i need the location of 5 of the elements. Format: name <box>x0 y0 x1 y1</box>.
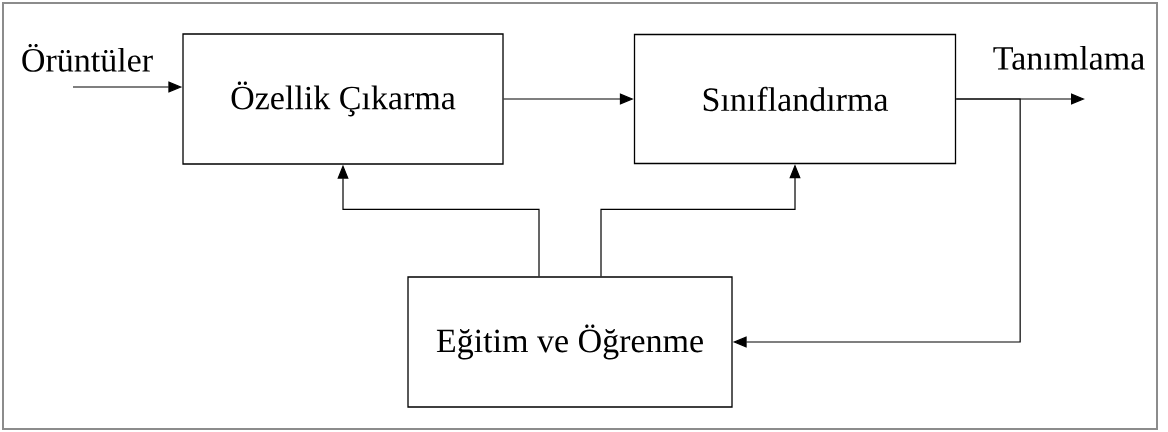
process-box: Özellik Çıkarma <box>182 33 504 165</box>
output-label: Tanımlama <box>993 45 1145 70</box>
process-box: Eğitim ve Öğrenme <box>407 276 733 408</box>
process-box: Sınıflandırma <box>633 33 957 165</box>
input-label: Örüntüler <box>22 43 153 72</box>
